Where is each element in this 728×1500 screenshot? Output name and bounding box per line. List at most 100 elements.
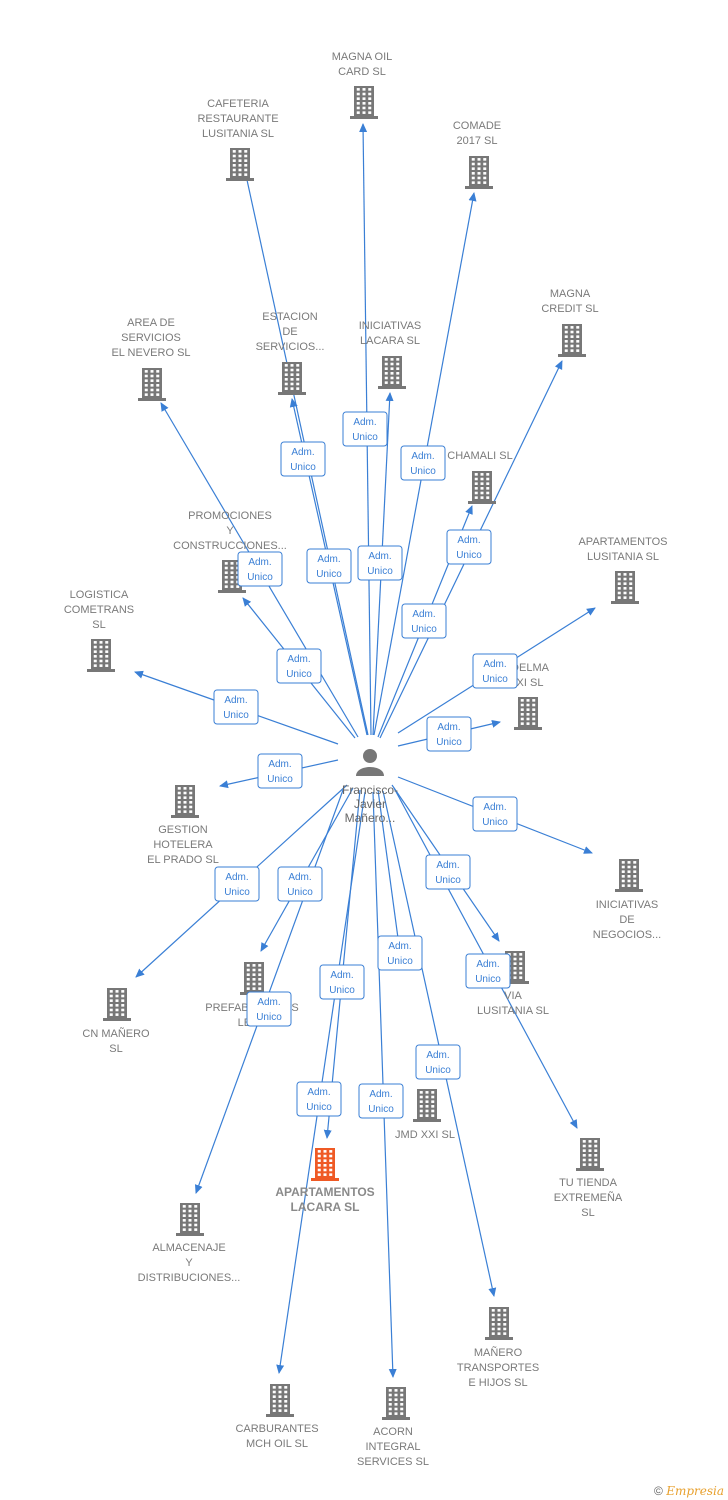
company-name-line: SERVICIOS... bbox=[256, 341, 325, 353]
company-name-line: XI SL bbox=[517, 677, 544, 689]
company-name-line: CARD SL bbox=[338, 66, 386, 78]
relation-label-adm-unico[interactable]: Adm. Unico bbox=[246, 991, 292, 1027]
relation-label-adm-unico[interactable]: Adm.Unico bbox=[377, 935, 423, 971]
company-node-almacenaje[interactable]: ALMACENAJEYDISTRIBUCIONES... bbox=[138, 1203, 241, 1284]
company-name-line: CN MAÑERO bbox=[82, 1027, 150, 1040]
relation-text: Adm. bbox=[248, 557, 271, 568]
relation-label-adm-unico[interactable]: Adm.Unico bbox=[465, 953, 511, 989]
company-name-line: LACARA SL bbox=[360, 335, 420, 347]
company-name-line: COMADE bbox=[453, 120, 501, 132]
relation-label-adm-unico[interactable]: Adm. Unico bbox=[472, 796, 518, 832]
relation-label-adm-unico[interactable]: Adm. Unico bbox=[280, 441, 326, 477]
building-icon bbox=[226, 148, 254, 181]
relation-label-adm-unico[interactable]: Adm.Unico bbox=[401, 603, 447, 639]
company-name-line: GESTION bbox=[158, 824, 208, 836]
building-icon bbox=[465, 156, 493, 189]
company-node-jmd-xxi[interactable]: JMD XXI SL bbox=[395, 1089, 455, 1141]
relation-label-adm-unico[interactable]: Adm.Unico bbox=[306, 548, 352, 584]
relation-text: Adm. bbox=[291, 447, 314, 458]
company-name-line: LACARA SL bbox=[291, 1200, 360, 1214]
building-icon bbox=[382, 1387, 410, 1420]
center-person[interactable]: Francisco- Javier Mañero... bbox=[342, 749, 398, 825]
company-node-promociones-construcciones[interactable]: PROMOCIONESYCONSTRUCCIONES... bbox=[173, 510, 287, 593]
relation-text: Unico bbox=[425, 1065, 451, 1076]
relation-text: Adm. bbox=[411, 451, 434, 462]
company-name-line: CAFETERIA bbox=[207, 98, 269, 110]
relation-label-adm-unico[interactable]: Adm.Unico bbox=[446, 529, 492, 565]
company-name-line: DISTRIBUCIONES... bbox=[138, 1272, 241, 1284]
relation-text: Adm. bbox=[388, 941, 411, 952]
relation-text: Unico bbox=[316, 569, 342, 580]
company-name-line: SL bbox=[581, 1207, 594, 1219]
relation-text: Unico bbox=[482, 817, 508, 828]
company-name-line: LUSITANIA SL bbox=[202, 128, 274, 140]
relation-text: Adm. bbox=[287, 654, 310, 665]
relation-label-adm-unico[interactable]: Adm. Unico bbox=[213, 689, 259, 725]
company-name-line: 2017 SL bbox=[457, 135, 498, 147]
relation-label-adm-unico[interactable]: Adm.Unico bbox=[237, 551, 283, 587]
company-name-line: ESTACION bbox=[262, 311, 317, 323]
relation-text: Adm. bbox=[257, 997, 280, 1008]
relation-label-adm-unico[interactable]: Adm.Unico bbox=[400, 445, 446, 481]
relation-text: Adm. bbox=[224, 695, 247, 706]
company-node-iniciativas-negocios[interactable]: INICIATIVASDENEGOCIOS... bbox=[593, 859, 661, 941]
edge-jmd-xxi bbox=[377, 789, 401, 954]
relation-label-adm-unico[interactable]: Adm.Unico bbox=[319, 964, 365, 1000]
company-name-line: AREA DE bbox=[127, 317, 175, 329]
company-name-line: ALMACENAJE bbox=[152, 1242, 225, 1254]
building-icon bbox=[576, 1138, 604, 1171]
relation-label-adm-unico[interactable]: Adm. Unico bbox=[357, 545, 403, 581]
relation-text: Unico bbox=[290, 462, 316, 473]
relation-text: Adm. bbox=[307, 1087, 330, 1098]
relation-label-adm-unico[interactable]: Adm.Unico bbox=[358, 1083, 404, 1119]
building-icon bbox=[138, 368, 166, 401]
relation-text: Unico bbox=[411, 624, 437, 635]
company-node-estacion-de-servicios[interactable]: ESTACIONDESERVICIOS... bbox=[256, 311, 325, 395]
company-name-line: MAÑERO bbox=[474, 1346, 523, 1359]
relation-text: Unico bbox=[367, 566, 393, 577]
relation-text: Adm. bbox=[368, 551, 391, 562]
relation-label-adm-unico[interactable]: Adm.Unico bbox=[257, 753, 303, 789]
relation-label-adm-unico[interactable]: Adm.Unico bbox=[277, 866, 323, 902]
relation-label-adm-unico[interactable]: Adm.Unico bbox=[342, 411, 388, 447]
relation-text: Adm. bbox=[483, 659, 506, 670]
relation-label-adm-unico[interactable]: Adm.Unico bbox=[426, 716, 472, 752]
building-icon bbox=[413, 1089, 441, 1122]
relation-label-adm-unico[interactable]: Adm.Unico bbox=[425, 854, 471, 890]
relation-label-adm-unico[interactable]: Adm.Unico bbox=[415, 1044, 461, 1080]
company-name-line: LUSITANIA SL bbox=[587, 551, 659, 563]
building-icon bbox=[218, 560, 246, 593]
company-node-chamali[interactable]: CHAMALI SL bbox=[447, 450, 513, 504]
building-icon bbox=[514, 697, 542, 730]
relation-text: Adm. bbox=[476, 959, 499, 970]
company-name-line: APARTAMENTOS bbox=[275, 1185, 374, 1199]
relation-label-adm-unico[interactable]: Adm.Unico bbox=[276, 648, 322, 684]
relation-text: Unico bbox=[223, 710, 249, 721]
empresia-logo[interactable]: © Empresia bbox=[654, 1484, 724, 1498]
company-node-comade-2017[interactable]: COMADE 2017 SL bbox=[453, 120, 501, 189]
relation-label-adm-unico[interactable]: Adm.Unico bbox=[472, 653, 518, 689]
relation-label-adm-unico[interactable]: Adm.Unico bbox=[296, 1081, 342, 1117]
center-name-line: Francisco- bbox=[342, 783, 398, 797]
relation-text: Adm. bbox=[353, 417, 376, 428]
relation-text: Unico bbox=[256, 1012, 282, 1023]
relation-text: Adm. bbox=[483, 802, 506, 813]
building-icon bbox=[266, 1384, 294, 1417]
relation-label-adm-unico[interactable]: Adm.Unico bbox=[214, 866, 260, 902]
